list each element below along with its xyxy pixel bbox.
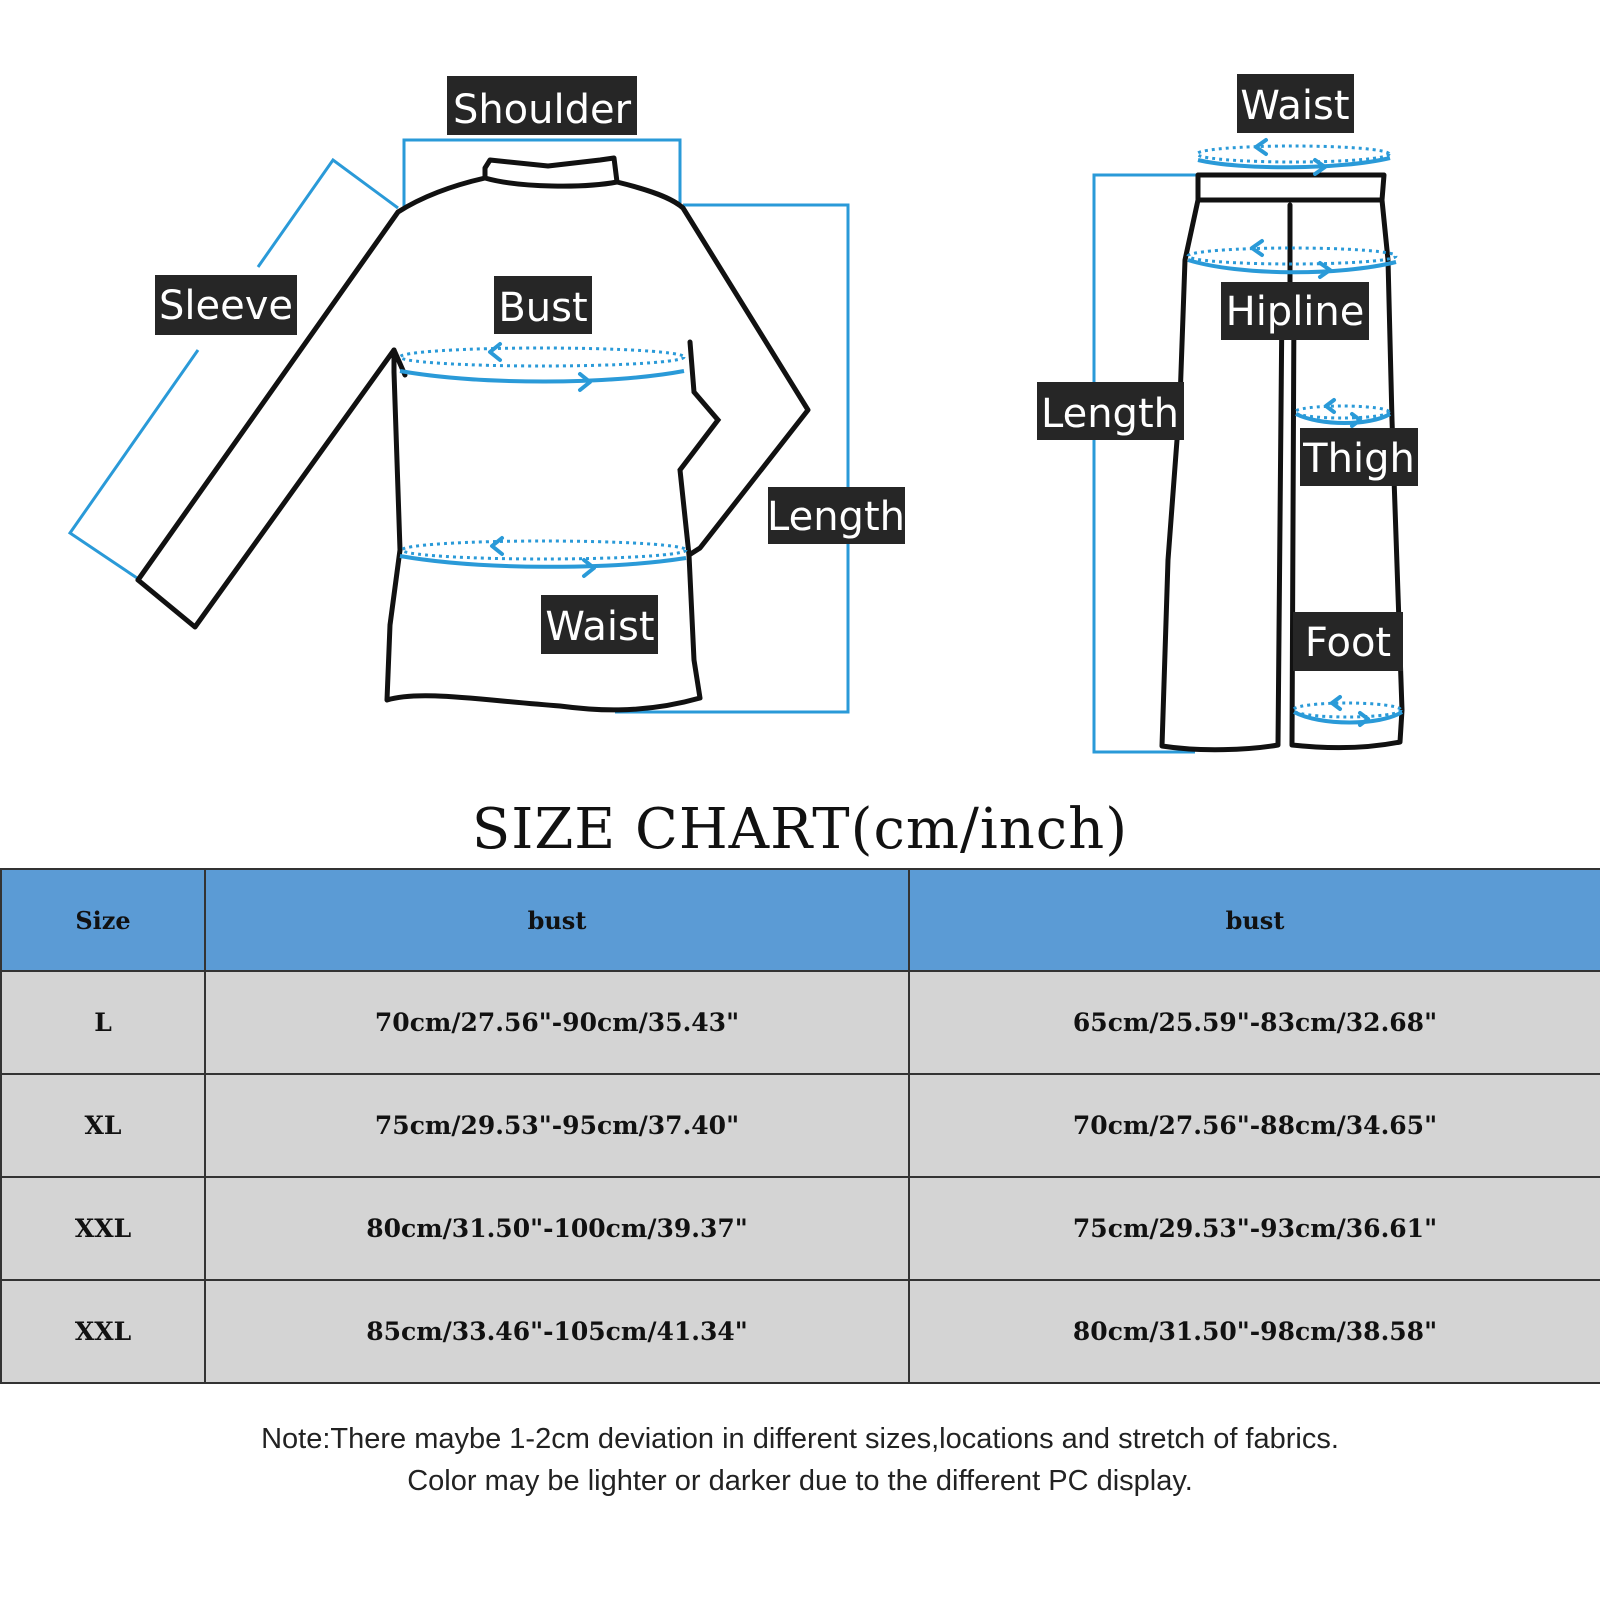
hipline-ring-back <box>1186 246 1398 266</box>
pants-waist-arrow-left <box>1254 138 1268 156</box>
foot-arrow-right <box>1358 711 1370 727</box>
bust-cell: 70cm/27.56"-90cm/35.43" <box>204 970 910 1075</box>
thigh-arrow-right <box>1350 412 1362 428</box>
thigh-ring-front <box>1295 412 1392 425</box>
bust-cell-2: 75cm/29.53"-93cm/36.61" <box>908 1176 1600 1281</box>
svg-text:Waist: Waist <box>1240 83 1349 129</box>
table-header-row: Size bust bust <box>0 868 1600 972</box>
header-bust-2: bust <box>908 868 1600 972</box>
header-size: Size <box>0 868 206 972</box>
sleeve-guide-lower <box>67 349 200 582</box>
table-row: XXL 80cm/31.50"-100cm/39.37" 75cm/29.53"… <box>0 1176 1600 1281</box>
header-bust: bust <box>204 868 910 972</box>
top-garment-illustration: Shoulder Sleeve Bust Length Waist <box>67 76 905 714</box>
top-waist-arrow-left <box>490 536 504 556</box>
foot-ring-front <box>1293 710 1404 725</box>
svg-text:Shoulder: Shoulder <box>453 87 632 133</box>
bust-cell-2: 65cm/25.59"-83cm/32.68" <box>908 970 1600 1075</box>
pants-waist-ring-front <box>1197 156 1391 170</box>
svg-text:Waist: Waist <box>545 604 654 650</box>
size-cell: XXL <box>0 1279 206 1384</box>
bust-arrow-left <box>488 342 502 362</box>
bust-label: Bust <box>494 276 592 334</box>
sleeve-label: Sleeve <box>155 275 297 335</box>
pants-waist-ring-back <box>1195 144 1391 164</box>
note-line-2: Color may be lighter or darker due to th… <box>407 1465 1193 1497</box>
shirt-outline <box>135 155 811 713</box>
size-cell: L <box>0 970 206 1075</box>
pants-length-guide <box>1092 173 1200 754</box>
table-row: L 70cm/27.56"-90cm/35.43" 65cm/25.59"-83… <box>0 970 1600 1075</box>
shoulder-label: Shoulder <box>447 76 637 135</box>
svg-text:Length: Length <box>1041 391 1179 437</box>
bust-cell: 85cm/33.46"-105cm/41.34" <box>204 1279 910 1384</box>
pants-illustration: Waist Hipline Length Thigh Foot <box>1037 74 1418 754</box>
top-length-guide <box>615 203 850 714</box>
svg-text:Hipline: Hipline <box>1226 289 1365 335</box>
bust-cell: 75cm/29.53"-95cm/37.40" <box>204 1073 910 1178</box>
size-table: Size bust bust L 70cm/27.56"-90cm/35.43"… <box>0 868 1600 1384</box>
bust-cell-2: 80cm/31.50"-98cm/38.58" <box>908 1279 1600 1384</box>
svg-text:Sleeve: Sleeve <box>159 283 293 329</box>
pants-waist-arrow-right <box>1313 158 1327 176</box>
bust-cell-2: 70cm/27.56"-88cm/34.65" <box>908 1073 1600 1178</box>
hipline-ring-front <box>1187 258 1397 275</box>
pants-waist-label: Waist <box>1237 74 1354 133</box>
thigh-ring-back <box>1293 404 1391 420</box>
hipline-arrow-left <box>1250 239 1264 257</box>
bust-cell: 80cm/31.50"-100cm/39.37" <box>204 1176 910 1281</box>
svg-text:Bust: Bust <box>498 285 587 331</box>
foot-label: Foot <box>1293 612 1403 671</box>
top-waist-arrow-right <box>582 558 596 578</box>
shoulder-guide <box>402 138 682 207</box>
top-waist-ring-back <box>400 539 688 561</box>
bust-ring-back <box>398 346 686 368</box>
shirt-right-armhole <box>677 339 722 558</box>
top-waist-ring-front <box>399 554 687 569</box>
hipline-arrow-right <box>1318 261 1332 279</box>
bust-ring-front <box>399 369 685 384</box>
thigh-label: Thigh <box>1300 428 1418 486</box>
size-cell: XXL <box>0 1176 206 1281</box>
note-text: Note:There maybe 1-2cm deviation in diff… <box>0 1418 1600 1502</box>
size-cell: XL <box>0 1073 206 1178</box>
thigh-arrow-left <box>1324 398 1336 414</box>
note-line-1: Note:There maybe 1-2cm deviation in diff… <box>261 1423 1339 1455</box>
bust-arrow-right <box>578 372 592 392</box>
table-row: XL 75cm/29.53"-95cm/37.40" 70cm/27.56"-8… <box>0 1073 1600 1178</box>
foot-ring-back <box>1291 701 1403 719</box>
svg-text:Thigh: Thigh <box>1302 436 1415 482</box>
garment-measurement-diagram: Shoulder Sleeve Bust Length Waist <box>67 74 1418 754</box>
sleeve-guide-upper <box>256 157 399 268</box>
top-waist-label: Waist <box>541 595 658 654</box>
pants-length-label: Length <box>1037 382 1184 440</box>
foot-arrow-left <box>1330 695 1342 711</box>
top-length-label: Length <box>767 487 905 544</box>
hipline-label: Hipline <box>1221 282 1369 340</box>
table-row: XXL 85cm/33.46"-105cm/41.34" 80cm/31.50"… <box>0 1279 1600 1384</box>
svg-text:Length: Length <box>767 494 905 540</box>
svg-text:Foot: Foot <box>1305 620 1391 666</box>
size-chart-title: SIZE CHART(cm/inch) <box>471 797 1129 862</box>
shirt-collar <box>482 175 620 189</box>
